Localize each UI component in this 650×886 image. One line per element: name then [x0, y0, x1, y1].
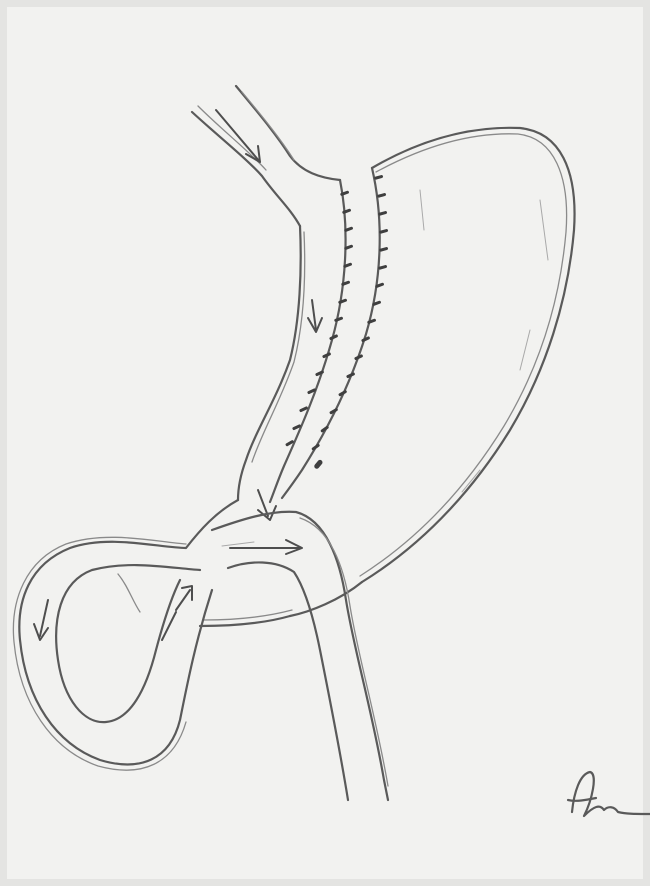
surgical-anatomy-drawing	[0, 0, 650, 886]
pencil-sketch-sheet	[0, 0, 650, 886]
paper-background	[0, 0, 650, 886]
